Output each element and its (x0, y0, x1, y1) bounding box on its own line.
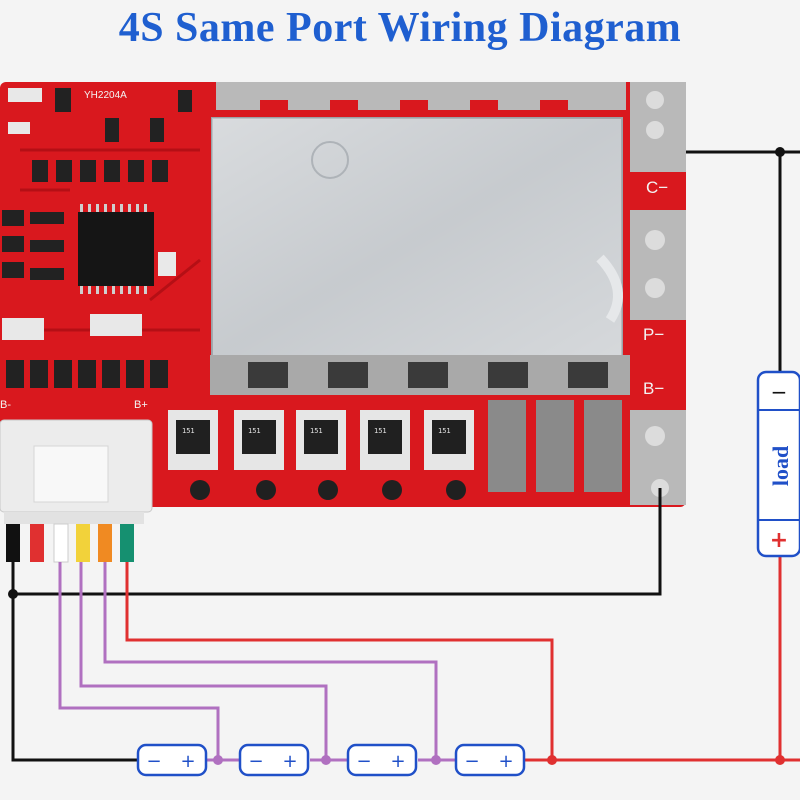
diagram-title: 4S Same Port Wiring Diagram (118, 5, 682, 51)
balance-mosfet-row: 151 151 151 151 151 (168, 410, 474, 500)
smd-resistor (8, 88, 42, 102)
wire-b-minus (13, 488, 662, 596)
shunt-resistor (536, 400, 574, 492)
svg-text:−: − (356, 751, 371, 772)
svg-text:151: 151 (310, 427, 323, 435)
b-plus-label: B+ (134, 399, 148, 411)
load-box: − + load (756, 370, 800, 558)
load-label: load (768, 446, 793, 486)
svg-text:−: − (146, 751, 161, 772)
wire-orange (98, 524, 112, 562)
load-minus-sign: − (771, 380, 788, 404)
svg-text:−: − (248, 751, 263, 772)
battery-cell-3: − + (346, 743, 418, 777)
battery-cell-2: − + (238, 743, 310, 777)
svg-text:+: + (498, 751, 513, 772)
wire-c-minus-to-load (686, 150, 782, 372)
smd-resistor (8, 122, 30, 134)
wire-pack-plus-to-load (520, 556, 782, 762)
shunt-resistor (584, 400, 622, 492)
wire-balance-1 (58, 562, 220, 760)
port-b-minus-label: B− (643, 379, 664, 398)
svg-text:151: 151 (182, 427, 195, 435)
svg-text:+: + (180, 751, 195, 772)
terminal-p-pad (630, 210, 686, 320)
wire-balance-4 (125, 562, 554, 760)
connector-wire-stubs (6, 523, 134, 563)
wire-white (53, 523, 69, 563)
battery-cells: − + − + − + − + (136, 743, 526, 777)
load-plus-sign: + (770, 528, 788, 553)
board-model-label: YH2204A (84, 90, 127, 101)
svg-text:151: 151 (438, 427, 451, 435)
port-p-minus-label: P− (643, 325, 664, 344)
bms-ic-chip (78, 212, 154, 286)
svg-text:151: 151 (248, 427, 261, 435)
bms-board: YH2204A (0, 82, 686, 507)
port-c-minus-label: C− (646, 178, 668, 197)
battery-cell-1: − + (136, 743, 208, 777)
smd-component (55, 88, 71, 112)
shunt-resistor (488, 400, 526, 492)
balance-connector (0, 419, 153, 524)
wire-balance-3 (103, 562, 438, 760)
wire-black (6, 524, 20, 562)
battery-cell-4: − + (454, 743, 526, 777)
svg-text:−: − (464, 751, 479, 772)
wire-red (30, 524, 44, 562)
svg-text:+: + (390, 751, 405, 772)
wire-yellow (76, 524, 90, 562)
svg-text:+: + (282, 751, 297, 772)
wire-black-to-cell1 (11, 562, 140, 762)
svg-text:151: 151 (374, 427, 387, 435)
wire-balance-2 (79, 562, 328, 760)
wire-green (120, 524, 134, 562)
b-minus-left-label: B- (0, 399, 11, 411)
wiring-lines (8, 147, 800, 765)
